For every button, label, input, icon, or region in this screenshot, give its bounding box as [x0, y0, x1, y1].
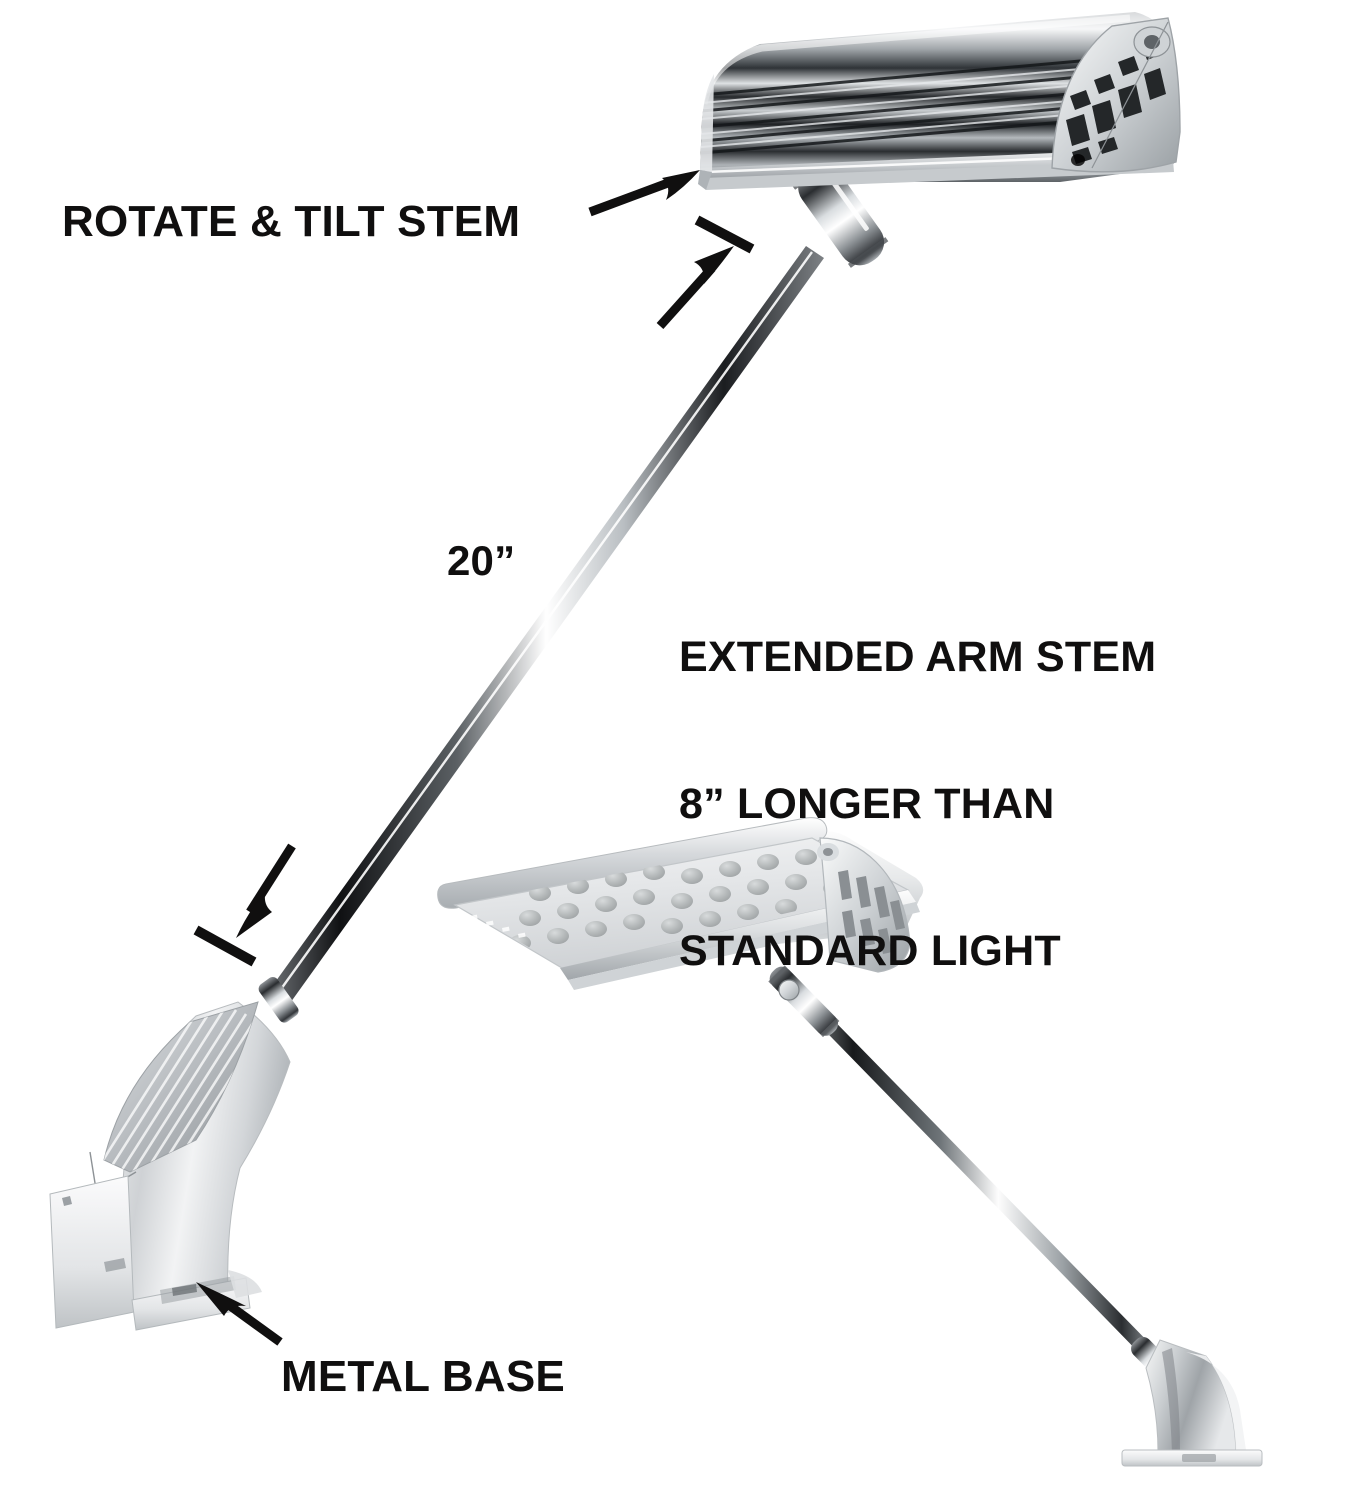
primary-end-cap	[1051, 17, 1181, 173]
label-extended-line-1: EXTENDED ARM STEM	[679, 633, 1157, 682]
secondary-lamp	[437, 817, 1263, 1467]
secondary-stem	[768, 965, 1173, 1380]
measure-tick-bottom	[193, 925, 257, 967]
arrow-to-stem-bottom-tick	[236, 843, 296, 938]
callout-graphics	[193, 170, 755, 1346]
primary-lamp-head	[698, 12, 1181, 190]
primary-metal-base	[49, 977, 299, 1331]
label-extended-line-2: 8” LONGER THAN	[679, 780, 1055, 829]
primary-stem	[268, 246, 824, 1006]
arrow-to-lamp-head	[588, 170, 700, 217]
label-extended-arm-stem: EXTENDED ARM STEM 8” LONGER THAN STANDAR…	[679, 535, 1156, 1074]
label-metal-base: METAL BASE	[281, 1352, 565, 1401]
arrow-to-stem-top-tick	[656, 246, 734, 330]
secondary-metal-base	[1121, 1339, 1263, 1467]
arrow-to-metal-base	[196, 1282, 283, 1346]
measure-tick-top	[694, 215, 755, 254]
label-measurement-20in: 20”	[447, 537, 516, 584]
secondary-end-cap	[817, 837, 911, 973]
secondary-lamp-head	[437, 817, 924, 990]
label-extended-line-3: STANDARD LIGHT	[679, 927, 1061, 976]
primary-lamp	[49, 12, 1181, 1331]
label-rotate-tilt-stem: ROTATE & TILT STEM	[62, 197, 521, 246]
